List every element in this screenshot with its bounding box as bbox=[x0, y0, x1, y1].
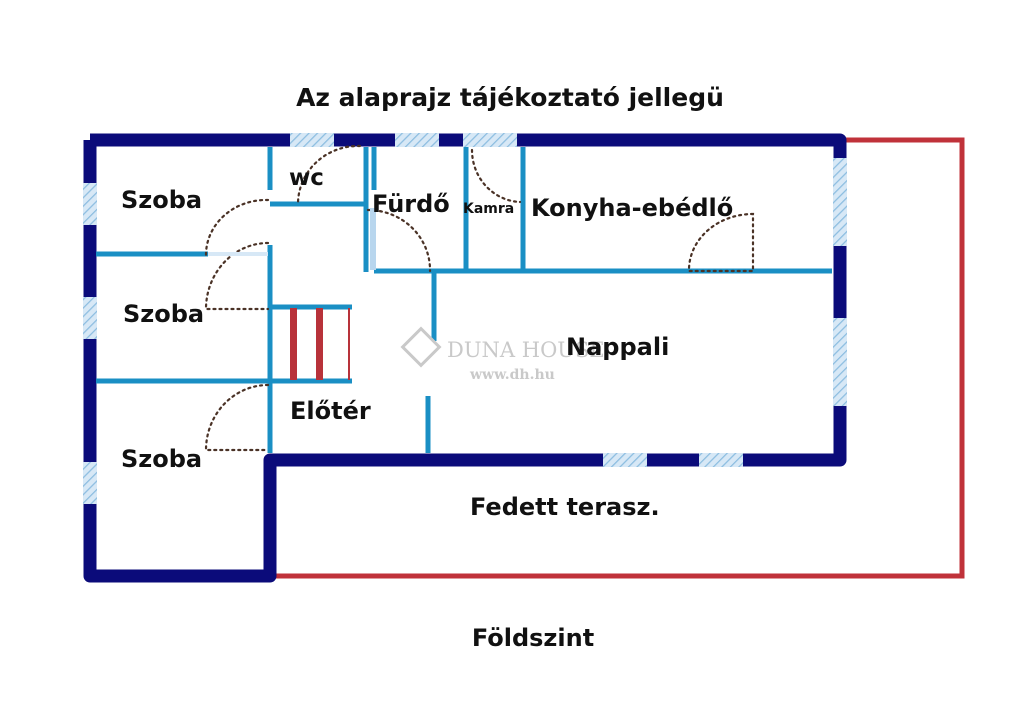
watermark-logo-icon bbox=[400, 326, 442, 368]
doors bbox=[204, 144, 755, 452]
window-left-2 bbox=[83, 297, 97, 339]
terrace-outline bbox=[270, 137, 965, 579]
door-leaf-szoba-1 bbox=[208, 252, 268, 256]
window-top-2 bbox=[395, 133, 439, 147]
stair-tread-2 bbox=[316, 308, 323, 380]
room-label-wc: wc bbox=[289, 165, 324, 191]
watermark-brand: DUNA HOUSE bbox=[447, 338, 605, 362]
window-bottom-1 bbox=[603, 453, 647, 467]
door-szoba-1 bbox=[204, 198, 270, 258]
staircase bbox=[290, 308, 350, 380]
window-right-2 bbox=[833, 318, 847, 406]
room-label-terasz: Fedett terasz. bbox=[470, 493, 660, 521]
door-kamra bbox=[470, 148, 522, 204]
door-szoba-2 bbox=[204, 241, 270, 311]
door-szoba-3 bbox=[204, 383, 270, 452]
room-label-szoba-1: Szoba bbox=[121, 186, 202, 214]
windows bbox=[83, 133, 847, 504]
watermark-url: www.dh.hu bbox=[469, 367, 555, 383]
door-konyha bbox=[687, 212, 755, 273]
level-label: Földszint bbox=[472, 624, 594, 652]
bath-glass bbox=[370, 208, 376, 270]
window-left-1 bbox=[83, 183, 97, 225]
room-label-konyha: Konyha-ebédlő bbox=[531, 194, 733, 222]
room-label-szoba-2: Szoba bbox=[123, 300, 204, 328]
watermark: DUNA HOUSE www.dh.hu bbox=[400, 326, 605, 383]
outer-walls bbox=[83, 133, 847, 583]
inner-walls bbox=[96, 147, 832, 453]
window-top-3 bbox=[463, 133, 517, 147]
window-bottom-2 bbox=[699, 453, 743, 467]
stair-tread-1 bbox=[290, 308, 297, 380]
room-label-furdo: Fürdő bbox=[372, 190, 450, 218]
door-furdo bbox=[366, 208, 432, 273]
room-label-nappali: Nappali bbox=[566, 333, 669, 361]
window-top-1 bbox=[290, 133, 334, 147]
room-label-szoba-3: Szoba bbox=[121, 445, 202, 473]
door-wc bbox=[296, 144, 362, 206]
room-label-eloter: Előtér bbox=[290, 397, 371, 425]
plan-title: Az alaprajz tájékoztató jellegü bbox=[296, 83, 724, 112]
room-label-kamra: Kamra bbox=[463, 201, 514, 217]
window-left-3 bbox=[83, 462, 97, 504]
window-right-1 bbox=[833, 158, 847, 246]
